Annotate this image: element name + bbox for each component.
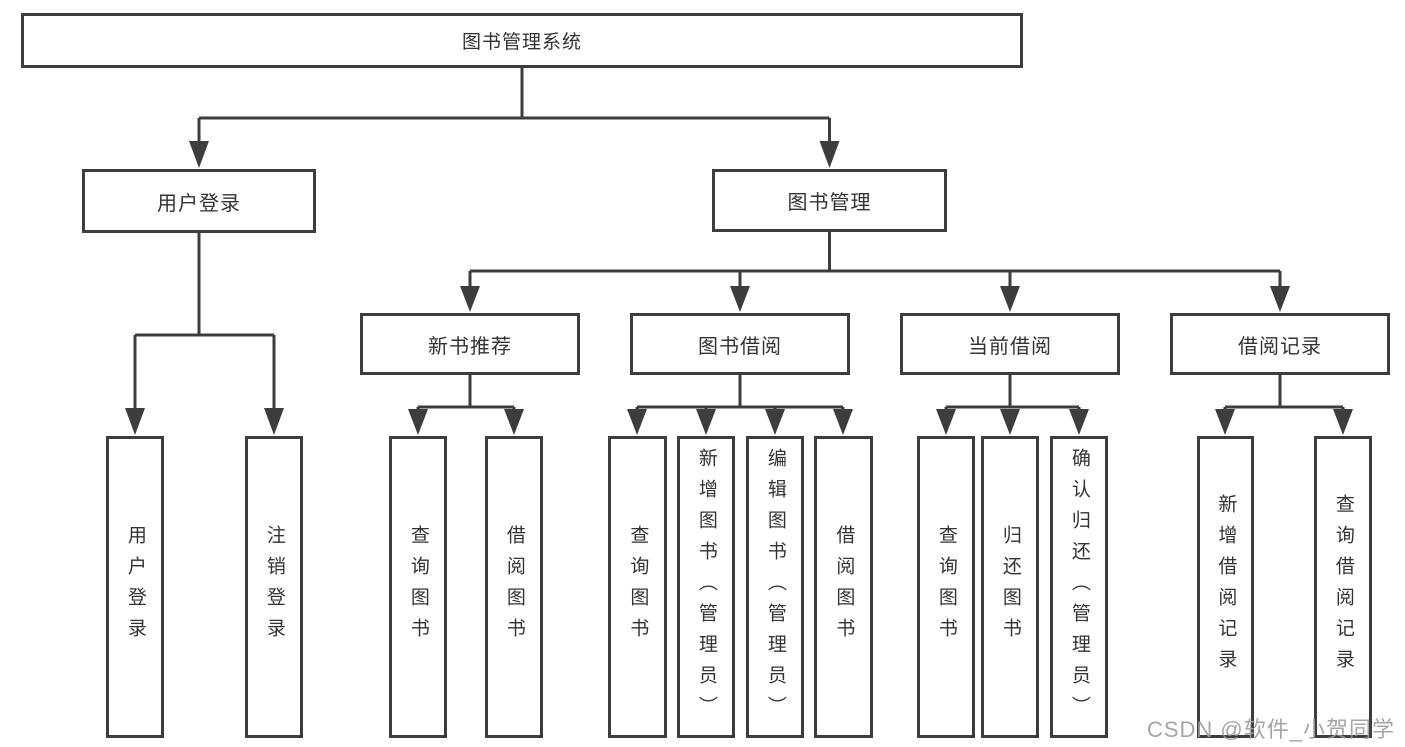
node-label: 借阅图书 [833, 525, 855, 649]
leaf-records-add-record: 新增借阅记录 [1197, 436, 1254, 738]
node-current-borrow: 当前借阅 [900, 313, 1120, 375]
node-label: 借阅图书 [503, 525, 525, 649]
node-label: 编辑图书（管理员） [764, 447, 786, 727]
connector-current-borrow-to-leaves [944, 375, 1081, 411]
connector-root-to-level2 [197, 68, 831, 143]
leaf-borrow-add-books-admin: 新增图书（管理员） [677, 436, 735, 738]
connector-book-borrow-to-leaves [635, 375, 845, 411]
connector-borrow-records-to-leaves [1223, 375, 1345, 411]
node-borrow-records: 借阅记录 [1170, 313, 1390, 375]
arrowhead [765, 409, 785, 435]
node-label: 查询借阅记录 [1332, 494, 1354, 680]
node-label: 确认归还（管理员） [1068, 447, 1090, 727]
connector-book-mgmt-to-level3 [468, 232, 1282, 288]
node-label: 用户登录 [124, 525, 146, 649]
leaf-borrow-borrow-books: 借阅图书 [814, 436, 873, 738]
arrowhead [1215, 409, 1235, 435]
leaf-user-login: 用户登录 [106, 436, 164, 738]
node-book-management: 图书管理 [712, 169, 947, 232]
arrowhead [627, 409, 647, 435]
node-label: 查询图书 [407, 525, 429, 649]
leaf-borrow-query-books: 查询图书 [608, 436, 667, 738]
node-label: 新增图书（管理员） [695, 447, 717, 727]
connector-user-login-to-leaves [133, 233, 276, 410]
leaf-recommend-borrow-books: 借阅图书 [485, 436, 543, 738]
arrowhead [460, 286, 480, 312]
leaf-records-query-record: 查询借阅记录 [1314, 436, 1372, 738]
leaf-current-query-books: 查询图书 [917, 436, 975, 738]
arrowhead [936, 409, 956, 435]
node-library-system-root: 图书管理系统 [21, 13, 1023, 68]
node-label: 注销登录 [263, 525, 285, 649]
leaf-logout: 注销登录 [245, 436, 303, 738]
arrowhead [264, 408, 284, 435]
arrowhead [125, 408, 145, 435]
csdn-watermark: CSDN @软件_小贺同学 [1146, 717, 1395, 742]
arrowhead [1000, 409, 1020, 435]
node-book-borrow: 图书借阅 [630, 313, 850, 375]
arrowhead [1000, 286, 1020, 312]
leaf-current-confirm-return-admin: 确认归还（管理员） [1050, 436, 1108, 738]
arrowhead [833, 409, 853, 435]
arrowhead [408, 409, 428, 435]
arrowhead [1069, 409, 1089, 435]
node-user-login: 用户登录 [82, 169, 316, 233]
node-label: 归还图书 [999, 525, 1021, 649]
node-label: 用户登录 [157, 192, 241, 215]
arrowhead [1333, 409, 1353, 435]
arrowhead [819, 141, 840, 168]
node-label: 图书借阅 [698, 335, 782, 358]
arrowhead [504, 409, 524, 435]
leaf-current-return-books: 归还图书 [981, 436, 1039, 738]
node-label: 借阅记录 [1238, 335, 1322, 358]
leaf-borrow-edit-books-admin: 编辑图书（管理员） [746, 436, 804, 738]
node-label: 新增借阅记录 [1215, 494, 1237, 680]
node-label: 新书推荐 [428, 335, 512, 358]
arrowhead [730, 286, 750, 312]
node-label: 图书管理 [787, 192, 872, 214]
node-label: 当前借阅 [968, 335, 1052, 358]
node-label: 图书管理系统 [461, 32, 582, 53]
node-label: 查询图书 [627, 525, 649, 649]
arrowhead [1270, 286, 1290, 312]
leaf-recommend-query-books: 查询图书 [389, 436, 447, 738]
arrowhead [189, 141, 209, 168]
connector-new-book-rec-to-leaves [416, 375, 516, 411]
node-new-book-recommend: 新书推荐 [360, 313, 580, 375]
node-label: 查询图书 [935, 525, 957, 649]
arrowhead [696, 409, 716, 435]
